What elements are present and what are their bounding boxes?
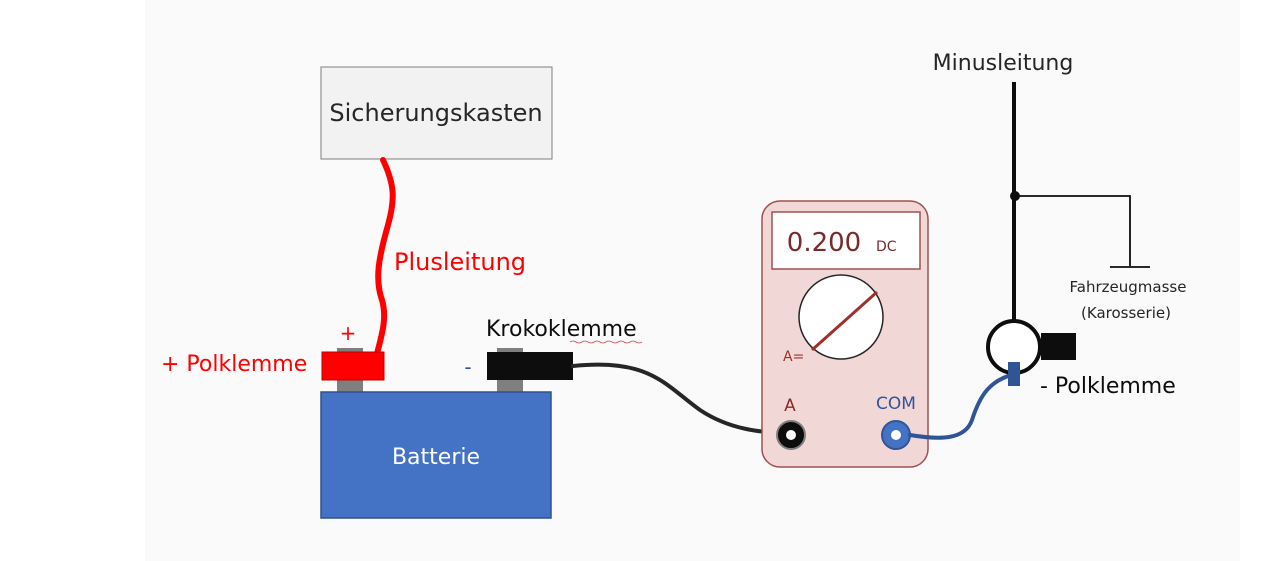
right-margin — [1240, 0, 1262, 561]
port-a-hole — [786, 430, 796, 440]
croc-clip — [487, 352, 573, 380]
multimeter-unit: DC — [876, 239, 897, 255]
chassis-ground-label-1: Fahrzeugmasse — [1070, 278, 1187, 296]
minus-cable-group: Minusleitung Fahrzeugmasse (Karosserie) … — [933, 51, 1187, 399]
ground-branch — [1015, 195, 1131, 266]
fuse-box-label: Sicherungskasten — [329, 99, 542, 127]
spellcheck-underline — [569, 340, 643, 344]
chassis-ground-label-2: (Karosserie) — [1081, 304, 1171, 322]
fuse-box: Sicherungskasten — [320, 66, 553, 160]
plus-clamp-label: + Polklemme — [161, 352, 307, 377]
port-a-label: A — [784, 396, 796, 416]
plus-cable-label: Plusleitung — [394, 248, 526, 276]
battery: Batterie — [320, 348, 552, 519]
blue-test-lead — [908, 372, 1017, 440]
minus-clamp-label: - Polklemme — [1040, 374, 1176, 399]
plus-clamp — [321, 351, 385, 381]
croc-clip-label: Krokoklemme — [486, 317, 637, 342]
left-margin — [0, 0, 145, 561]
minus-cable-label: Minusleitung — [933, 51, 1074, 76]
port-com-label: COM — [876, 394, 916, 414]
dial-needle — [811, 290, 878, 352]
battery-body — [320, 391, 552, 519]
minus-clamp-contact — [1008, 362, 1020, 386]
battery-label: Batterie — [392, 445, 480, 470]
fuse-box-rect — [320, 66, 553, 160]
port-com-hole — [891, 430, 901, 440]
multimeter-reading: 0.200 — [787, 228, 861, 258]
dial-label: A= — [783, 349, 804, 365]
multimeter-display — [771, 211, 921, 270]
multimeter-dial[interactable] — [798, 274, 884, 360]
plus-sign-label: + — [340, 321, 357, 345]
black-test-lead — [571, 362, 793, 436]
minus-sign-label: - — [464, 355, 471, 379]
multimeter: 0.200 DC A= A COM — [761, 200, 929, 468]
plus-cable — [373, 157, 396, 361]
minus-terminal-bolt — [1041, 333, 1076, 360]
